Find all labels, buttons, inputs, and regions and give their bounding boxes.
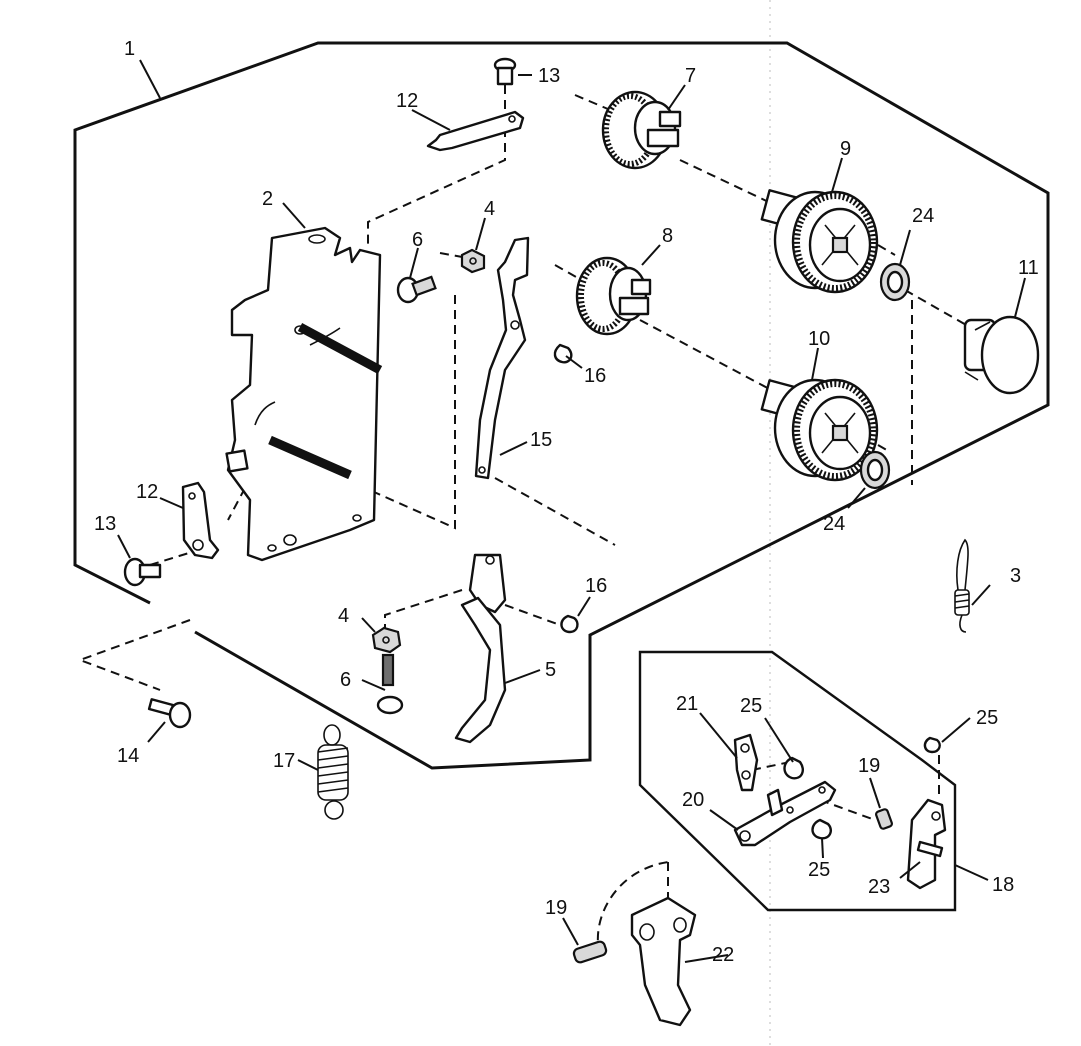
retaining-ring-lower-part (859, 450, 891, 490)
callout-12-upper: 12 (396, 90, 418, 112)
callout-5: 5 (545, 659, 556, 681)
callout-16-upper: 16 (584, 365, 606, 387)
callout-16-lower: 16 (585, 575, 607, 597)
callout-24-lower: 24 (823, 513, 845, 535)
nut-upper-part (460, 248, 486, 274)
callout-labels: 1 2 3 4 4 5 6 6 7 8 9 10 11 12 12 13 13 … (94, 38, 1039, 966)
small-spring-lower-part (572, 940, 608, 964)
callout-6-upper: 6 (412, 229, 423, 251)
lever-upper-part (474, 236, 530, 480)
callout-19-upper: 19 (858, 755, 880, 777)
callout-13-lower: 13 (94, 513, 116, 535)
callout-10: 10 (808, 328, 830, 350)
callout-17: 17 (273, 750, 295, 772)
callout-25-upper: 25 (740, 695, 762, 717)
assembly-dash-lines (77, 85, 976, 956)
sub-assembly-outline (638, 650, 957, 912)
plate-part (733, 780, 837, 847)
bracket-left-part (181, 481, 220, 560)
callout-23: 23 (868, 876, 890, 898)
callout-1: 1 (124, 38, 135, 60)
screw-fourteen-part (147, 698, 192, 729)
callout-25-lower: 25 (808, 859, 830, 881)
callout-20: 20 (682, 789, 704, 811)
callout-4-lower: 4 (338, 605, 349, 627)
screw-six-upper-part (396, 275, 437, 304)
callout-22: 22 (712, 944, 734, 966)
e-clip-upper-part (783, 756, 804, 780)
callout-7: 7 (685, 65, 696, 87)
knob-lower-part (760, 378, 879, 482)
callout-19-lower: 19 (545, 897, 567, 919)
callout-14: 14 (117, 745, 139, 767)
callout-18: 18 (992, 874, 1014, 896)
retaining-ring-upper-part (879, 262, 911, 302)
screw-top-part (493, 57, 517, 86)
screw-six-lower-part (376, 653, 404, 715)
callout-24-upper: 24 (912, 205, 934, 227)
callout-2: 2 (262, 188, 273, 210)
callout-4-upper: 4 (484, 198, 495, 220)
side-plate-part (225, 226, 383, 562)
knob-upper-part (760, 189, 879, 294)
bracket-top-part (426, 110, 525, 152)
lever-knob-part (630, 896, 697, 1027)
leader-lines (117, 59, 1026, 963)
callout-13-upper: 13 (538, 65, 560, 87)
callout-6-lower: 6 (340, 669, 351, 691)
clip-lower-part (560, 614, 579, 634)
main-assembly-outline (73, 41, 1050, 770)
gear-lower-part (575, 256, 652, 336)
e-clip-lower-part (811, 818, 832, 840)
small-spring-upper-part (875, 808, 893, 830)
screw-left-part (123, 557, 162, 587)
spring-large-part (317, 724, 349, 820)
callout-11: 11 (1018, 257, 1039, 279)
cap-part (963, 315, 1040, 395)
link-part (733, 733, 759, 792)
small-bracket-part (906, 798, 947, 890)
callout-12-lower: 12 (136, 481, 158, 503)
callout-25-right: 25 (976, 707, 998, 729)
callout-15: 15 (530, 429, 552, 451)
callout-21: 21 (676, 693, 698, 715)
callout-3: 3 (1010, 565, 1021, 587)
gear-upper-part (601, 90, 682, 170)
nut-lower-part (371, 626, 402, 654)
clip-upper-part (553, 343, 573, 364)
callout-9: 9 (840, 138, 851, 160)
e-clip-right-part (923, 736, 941, 754)
lever-lower-part (454, 553, 507, 744)
spring-small-part (954, 538, 970, 633)
callout-8: 8 (662, 225, 673, 247)
